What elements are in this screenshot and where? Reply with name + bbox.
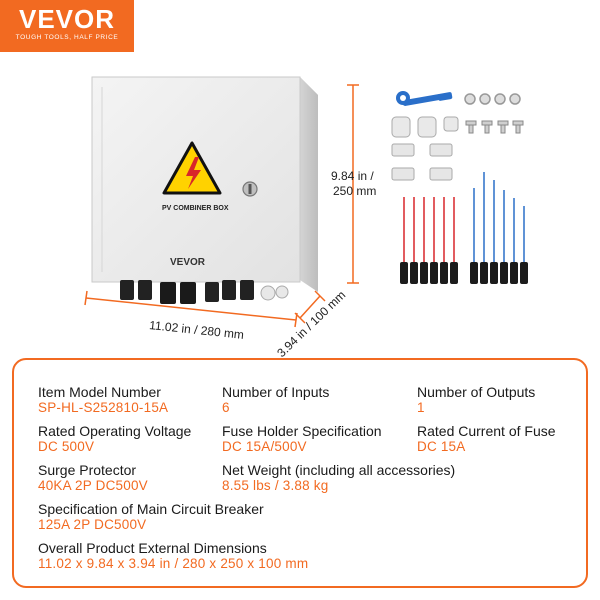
spec-label: Surge Protector (38, 462, 137, 478)
spec-value: 40KA 2P DC500V (38, 478, 148, 493)
specifications-panel: Item Model Number SP-HL-S252810-15A Numb… (12, 358, 588, 588)
product-illustration (84, 76, 528, 328)
enclosure-warning-label: PV COMBINER BOX (162, 205, 229, 212)
spec-value: DC 500V (38, 439, 95, 454)
mounting-brackets (391, 143, 453, 181)
enclosure-brand-label: VEVOR (170, 257, 206, 268)
depth-tick-back (314, 290, 326, 302)
spec-label: Number of Inputs (222, 384, 330, 400)
screws (465, 120, 524, 134)
spec-label: Net Weight (including all accessories) (222, 462, 456, 478)
spec-label: Overall Product External Dimensions (38, 540, 267, 556)
spec-number-of-inputs: Number of Inputs 6 (222, 384, 329, 416)
height-dimension-line2: 250 mm (333, 184, 377, 198)
accessories (391, 91, 528, 284)
spec-rated-operating-voltage: Rated Operating Voltage DC 500V (38, 423, 191, 455)
brand-logo: VEVOR TOUGH TOOLS, HALF PRICE (0, 0, 134, 52)
spec-label: Rated Current of Fuse (417, 423, 556, 439)
spec-surge-protector: Surge Protector 40KA 2P DC500V (38, 462, 148, 494)
depth-tick-front (294, 312, 306, 324)
mc4-connectors (400, 262, 528, 284)
enclosure-side-face (300, 77, 318, 292)
depth-dimension-line (299, 295, 321, 319)
spec-label: Item Model Number (38, 384, 161, 400)
brand-name: VEVOR (18, 4, 116, 34)
brand-tagline: TOUGH TOOLS, HALF PRICE (15, 34, 119, 41)
spec-value: 8.55 lbs / 3.88 kg (222, 478, 329, 493)
spec-item-model-number: Item Model Number SP-HL-S252810-15A (38, 384, 168, 416)
spec-value: DC 15A/500V (222, 439, 307, 454)
spec-value: 125A 2P DC500V (38, 517, 147, 532)
blue-wire-cables (473, 172, 525, 262)
red-wire-cables (403, 197, 455, 262)
height-dimension-line1: 9.84 in / (331, 169, 374, 183)
spec-external-dimensions: Overall Product External Dimensions 11.0… (38, 540, 308, 572)
spec-rated-current-of-fuse: Rated Current of Fuse DC 15A (417, 423, 556, 455)
spec-value: 1 (417, 400, 425, 415)
spec-value: 11.02 x 9.84 x 3.94 in / 280 x 250 x 100… (38, 556, 309, 571)
cable-glands (120, 280, 289, 304)
spec-value: DC 15A (417, 439, 466, 454)
spec-label: Fuse Holder Specification (222, 423, 382, 439)
spec-value: 6 (222, 400, 230, 415)
spanner-wrench-icon (396, 91, 453, 106)
spec-net-weight: Net Weight (including all accessories) 8… (222, 462, 455, 494)
spec-label: Specification of Main Circuit Breaker (38, 501, 264, 517)
spec-fuse-holder-specification: Fuse Holder Specification DC 15A/500V (222, 423, 382, 455)
spec-label: Rated Operating Voltage (38, 423, 192, 439)
spec-value: SP-HL-S252810-15A (38, 400, 169, 415)
spec-label: Number of Outputs (417, 384, 536, 400)
width-tick-left (84, 290, 88, 306)
mounting-plugs (391, 116, 459, 138)
dimension-lines (84, 84, 359, 328)
spec-main-circuit-breaker: Specification of Main Circuit Breaker 12… (38, 501, 264, 533)
lightning-icon (186, 157, 201, 189)
width-dimension-line (85, 297, 297, 321)
washers (464, 93, 521, 105)
lock-keyhole (248, 184, 252, 194)
enclosure-box (91, 76, 318, 304)
spec-number-of-outputs: Number of Outputs 1 (417, 384, 535, 416)
